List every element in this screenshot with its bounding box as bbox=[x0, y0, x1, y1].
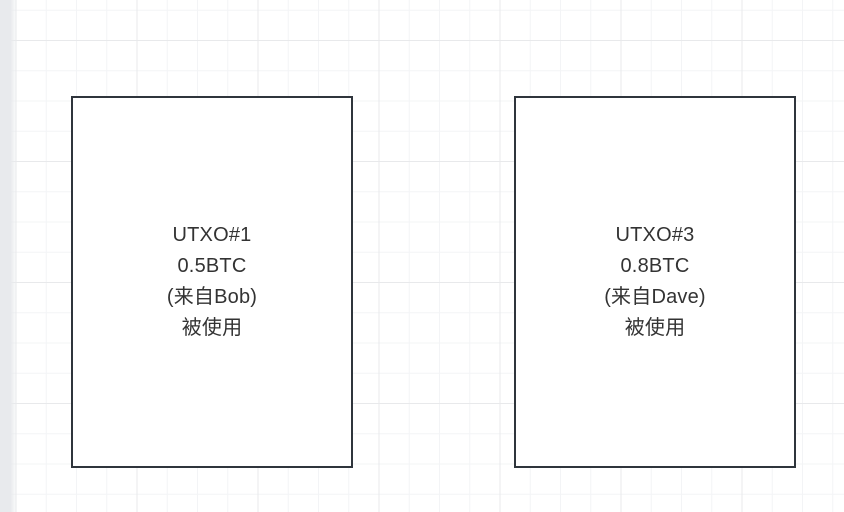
utxo-id-line: UTXO#1 bbox=[172, 224, 252, 246]
utxo-source-line: (来自Dave) bbox=[604, 286, 706, 308]
utxo-node-3-label: UTXO#3 0.8BTC (来自Dave) 被使用 bbox=[604, 220, 706, 344]
utxo-node-3[interactable]: UTXO#3 0.8BTC (来自Dave) 被使用 bbox=[514, 96, 796, 468]
utxo-status-line: 被使用 bbox=[181, 317, 243, 339]
utxo-node-1[interactable]: UTXO#1 0.5BTC (来自Bob) 被使用 bbox=[71, 96, 353, 468]
utxo-amount-line: 0.8BTC bbox=[620, 255, 690, 277]
utxo-id-line: UTXO#3 bbox=[615, 224, 695, 246]
canvas-left-edge-shadow bbox=[0, 0, 17, 512]
utxo-status-line: 被使用 bbox=[624, 317, 686, 339]
utxo-amount-line: 0.5BTC bbox=[177, 255, 247, 277]
utxo-source-line: (来自Bob) bbox=[166, 286, 258, 308]
utxo-node-1-label: UTXO#1 0.5BTC (来自Bob) 被使用 bbox=[167, 220, 257, 344]
